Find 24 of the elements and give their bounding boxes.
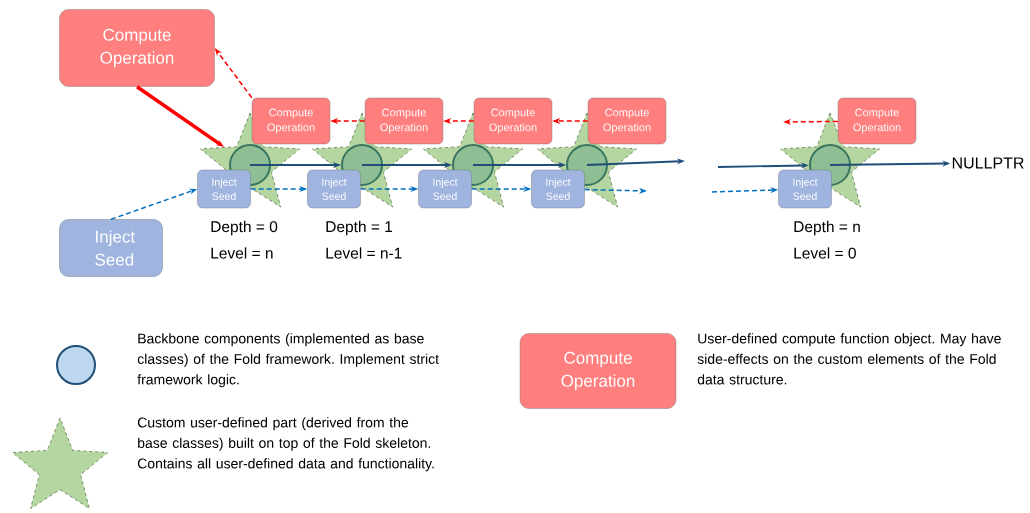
inject-seed-box: Inject Seed [531,169,585,209]
compute-operation-box: Compute Operation [519,333,677,409]
depth-label: Level = n [211,247,273,259]
inject-seed-box: Inject Seed [197,169,251,209]
compute-operation-box: Compute Operation [837,97,917,145]
depth-label: Level = n-1 [326,247,402,259]
depth-label: Level = 0 [794,247,856,259]
depth-label: Depth = 0 [211,220,278,236]
star-shape [12,417,108,509]
compute-operation-box: Compute Operation [59,9,215,87]
description-text: Custom user-defined part (derived from the base classes) built on top of the Fold skeleton. Contains all user-defined data and functionality. [137,417,434,472]
end-label: NULLPTR [952,157,1024,169]
compute-operation-box: Compute Operation [364,97,444,145]
compute-operation-box: Compute Operation [251,97,331,145]
inject-seed-box: Inject Seed [307,169,361,209]
compute-operation-box: Compute Operation [473,97,553,145]
inject-seed-box: Inject Seed [59,219,163,277]
description-text: User-defined compute function object. May have side-effects on the custom elements of the Fold data structure. [697,333,1001,385]
circle-shape [56,345,96,385]
compute-operation-box: Compute Operation [587,97,667,145]
inject-seed-box: Inject Seed [418,169,472,209]
depth-label: Depth = n [794,220,860,236]
description-text: Backbone components (implemented as base classes) of the Fold framework. Implement strict framework logic. [137,333,439,388]
depth-label: Depth = 1 [326,220,393,236]
